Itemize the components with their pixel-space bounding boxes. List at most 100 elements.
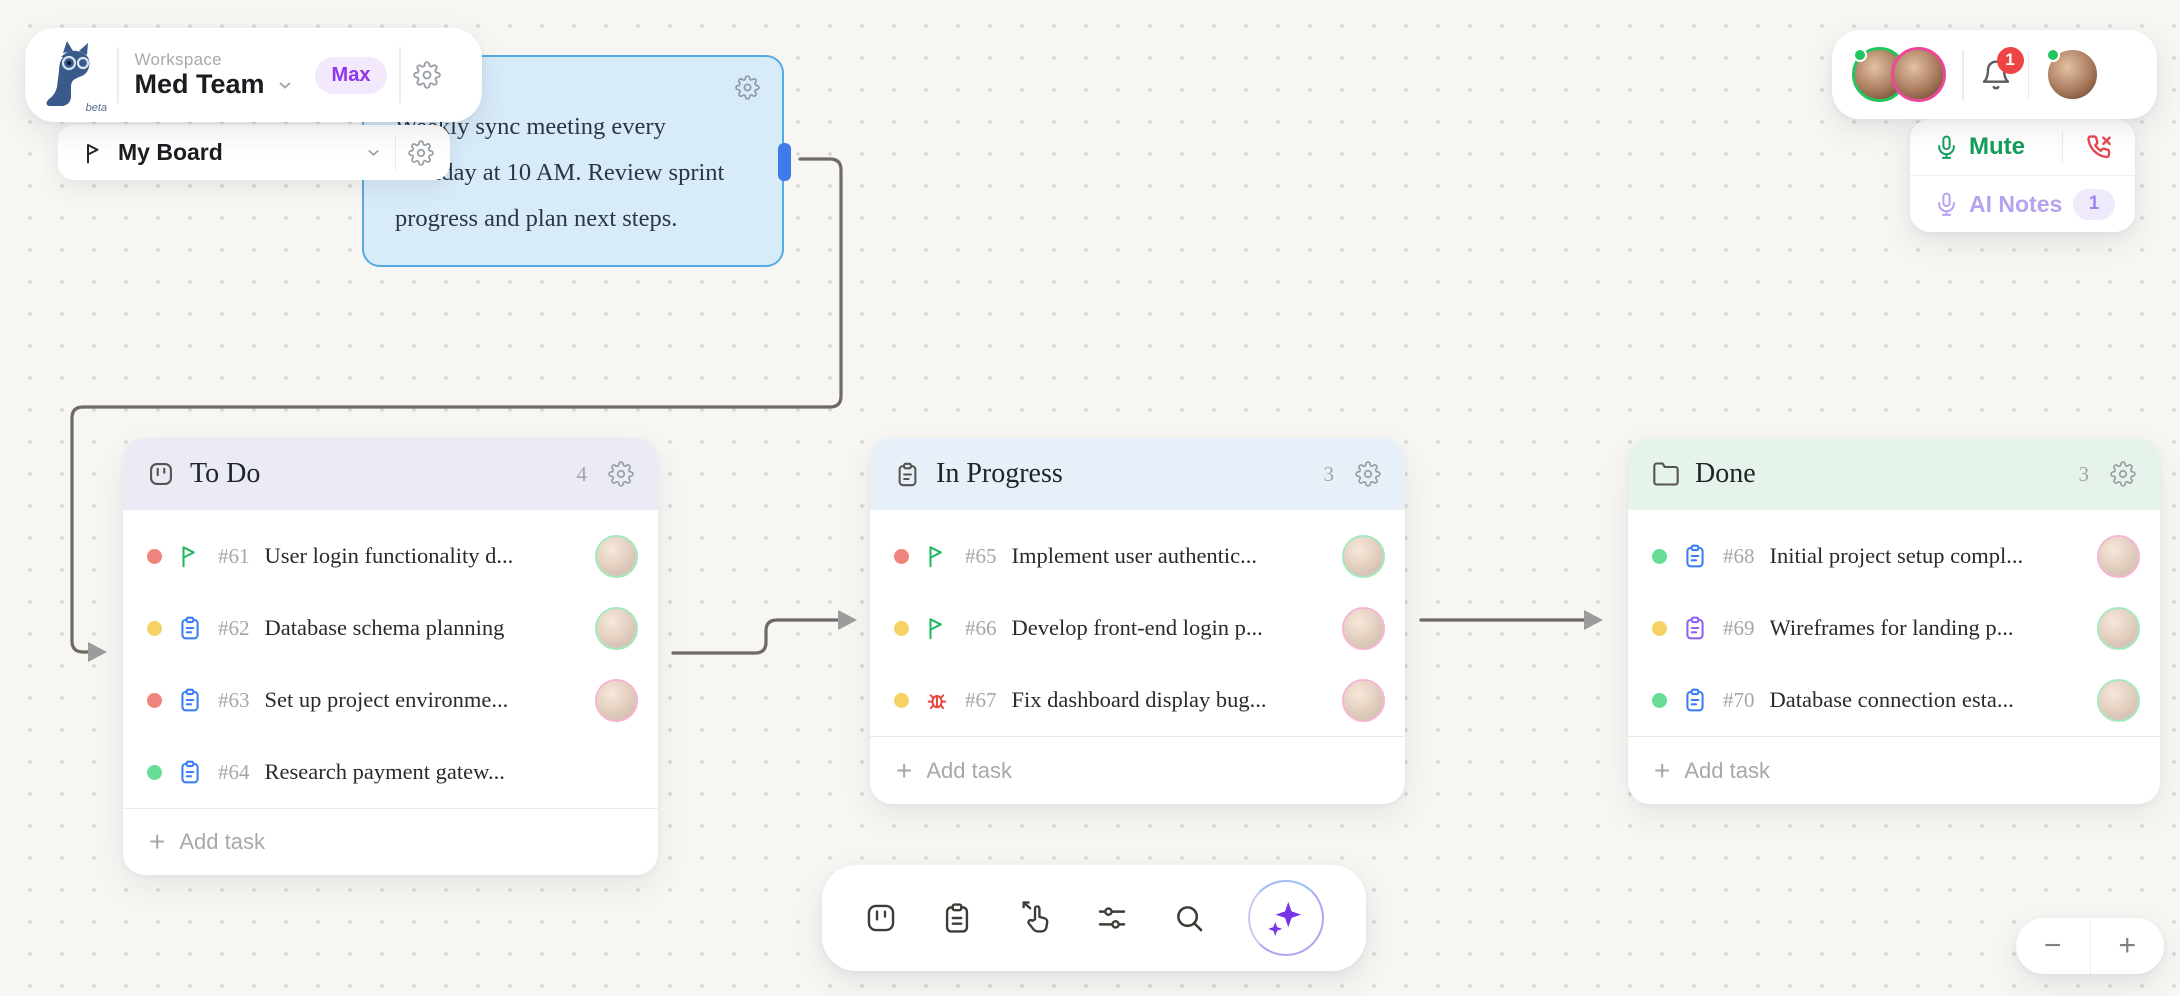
avatar [595, 534, 638, 578]
avatar [2097, 606, 2140, 650]
microphone-icon [1934, 135, 1959, 160]
task-list: #65 Implement user authentic... #66 Deve… [870, 510, 1405, 736]
avatar [1342, 606, 1385, 650]
plan-badge[interactable]: Max [314, 56, 388, 94]
priority-dot [894, 692, 909, 708]
task-title: User login functionality d... [264, 543, 514, 568]
clipboard-icon[interactable] [940, 901, 974, 935]
flag-icon [177, 543, 203, 569]
column-title: Done [1695, 458, 1756, 489]
task-id: #66 [965, 615, 997, 640]
divider [1962, 49, 1964, 100]
search-icon[interactable] [1172, 901, 1206, 935]
zoom-out-button[interactable]: − [2016, 918, 2091, 974]
task-title: Database connection esta... [1769, 687, 2014, 712]
task-id: #62 [218, 615, 250, 640]
task-title: Database schema planning [264, 615, 505, 640]
add-task-button[interactable]: + Add task [870, 736, 1405, 804]
add-task-label: Add task [179, 829, 265, 854]
note-line: progress and plan next steps. [395, 205, 678, 232]
clipboard-icon [177, 759, 203, 785]
workspace-header: beta Workspace Med Team Max [25, 28, 482, 122]
priority-dot [1652, 692, 1667, 708]
task-row[interactable]: #67 Fix dashboard display bug... [870, 664, 1405, 736]
task-title: Fix dashboard display bug... [1011, 687, 1267, 712]
plus-icon: + [149, 826, 166, 857]
task-title: Set up project environme... [264, 687, 509, 712]
task-row[interactable]: #62 Database schema planning [123, 592, 658, 664]
notification-badge: 1 [1996, 46, 2024, 74]
task-row[interactable]: #65 Implement user authentic... [870, 520, 1405, 592]
column-settings-gear-icon[interactable] [1355, 461, 1381, 487]
task-row[interactable]: #68 Initial project setup compl... [1628, 520, 2160, 592]
priority-dot [894, 548, 909, 564]
add-task-label: Add task [926, 757, 1012, 783]
column-todo: To Do 4 #61 User login functionality d..… [123, 438, 658, 875]
column-settings-gear-icon[interactable] [2110, 461, 2136, 487]
chevron-down-icon[interactable] [364, 143, 383, 162]
online-dot [2046, 48, 2060, 62]
column-settings-gear-icon[interactable] [608, 461, 634, 487]
llama-logo-icon[interactable]: beta [41, 38, 107, 114]
workspace-label: Workspace [134, 49, 222, 69]
task-title: Develop front-end login p... [1011, 615, 1263, 640]
zoom-controls: − + [2016, 918, 2164, 974]
note-text: Weekly sync meeting every Monday at 10 A… [395, 104, 762, 242]
clipboard-icon [177, 687, 203, 713]
add-task-button[interactable]: + Add task [1628, 736, 2160, 804]
divider [2027, 49, 2029, 100]
task-row[interactable]: #70 Database connection esta... [1628, 664, 2160, 736]
task-title: Initial project setup compl... [1769, 543, 2024, 568]
avatar [1342, 678, 1385, 722]
ai-notes-button[interactable]: AI Notes [1969, 190, 2063, 217]
task-title: Implement user authentic... [1011, 543, 1258, 568]
board-selector[interactable]: My Board [58, 125, 450, 180]
clipboard-icon [1682, 543, 1708, 569]
kanban-icon[interactable] [864, 901, 898, 935]
note-settings-gear-icon[interactable] [735, 75, 760, 100]
task-row[interactable]: #66 Develop front-end login p... [870, 592, 1405, 664]
end-call-icon[interactable] [2063, 132, 2135, 162]
chevron-down-icon[interactable] [275, 75, 295, 95]
priority-dot [1652, 548, 1667, 564]
flag-icon [924, 615, 950, 641]
task-id: #63 [218, 687, 250, 712]
avatar [1342, 534, 1385, 578]
kanban-icon [147, 460, 175, 488]
task-row[interactable]: #64 Research payment gatew... [123, 736, 658, 808]
plus-icon: + [896, 754, 913, 786]
workspace-settings-gear-icon[interactable] [413, 61, 441, 89]
note-connector-handle[interactable] [778, 143, 791, 181]
task-row[interactable]: #61 User login functionality d... [123, 520, 658, 592]
priority-dot [894, 620, 909, 636]
ai-assistant-button[interactable] [1247, 880, 1324, 956]
board-name[interactable]: My Board [118, 139, 223, 165]
task-row[interactable]: #63 Set up project environme... [123, 664, 658, 736]
column-title: In Progress [936, 458, 1063, 489]
zoom-in-button[interactable]: + [2118, 929, 2137, 962]
priority-dot [147, 548, 162, 564]
filters-icon[interactable] [1095, 901, 1129, 935]
board-settings-gear-icon[interactable] [408, 139, 434, 166]
pan-hand-icon[interactable] [1017, 900, 1053, 936]
column-count: 3 [2078, 461, 2090, 486]
flag-icon [82, 141, 106, 165]
notifications-bell-icon[interactable]: 1 [1980, 46, 2024, 91]
presence-panel: 1 [1832, 30, 2157, 119]
avatar[interactable] [1891, 47, 1946, 102]
avatar [2097, 678, 2140, 722]
task-title: Wireframes for landing p... [1769, 615, 2014, 640]
task-row[interactable]: #69 Wireframes for landing p... [1628, 592, 2160, 664]
plus-icon: + [1654, 754, 1671, 786]
priority-dot [147, 620, 162, 636]
bug-icon [924, 687, 950, 713]
task-list: #68 Initial project setup compl... #69 W… [1628, 510, 2160, 736]
column-count: 4 [576, 461, 588, 486]
column-done-header: Done 3 [1628, 438, 2160, 510]
mute-button[interactable]: Mute [1969, 133, 2025, 160]
task-id: #61 [218, 543, 250, 568]
flag-icon [924, 543, 950, 569]
avatar[interactable] [2045, 47, 2100, 102]
add-task-button[interactable]: + Add task [123, 808, 658, 875]
workspace-name[interactable]: Med Team [134, 69, 265, 100]
